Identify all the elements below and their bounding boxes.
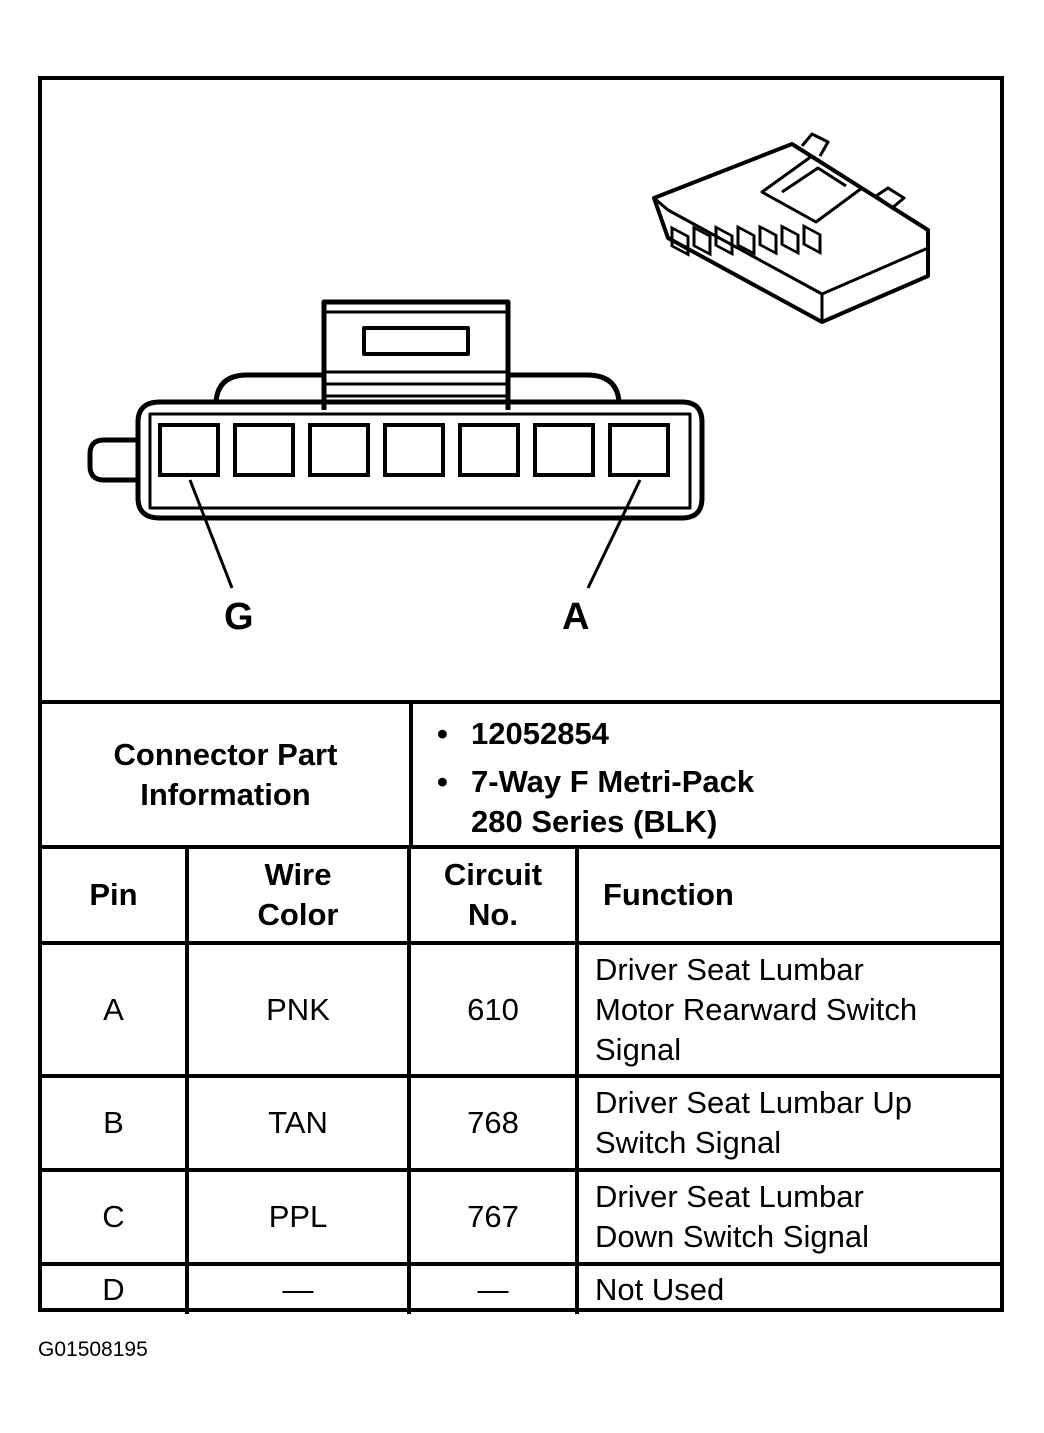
cavity-b <box>533 423 595 477</box>
header-wire-color: Wire Color <box>185 845 409 943</box>
bullet-icon: • <box>437 764 448 799</box>
pin-label-g: G <box>224 596 254 638</box>
connector-diagram: G A <box>42 80 1000 700</box>
cavity-d <box>383 423 445 477</box>
wire-color-cell: — <box>185 1262 409 1314</box>
wire-color-cell: PNK <box>185 941 409 1076</box>
pin-cell: A <box>42 941 187 1076</box>
connector-part-info-values: • 12052854 • 7-Way F Metri-Pack 280 Seri… <box>413 704 1000 845</box>
connector-description-item: • 7-Way F Metri-Pack 280 Series (BLK) <box>437 762 755 842</box>
table-row: A PNK 610 Driver Seat Lumbar Motor Rearw… <box>42 941 1000 1076</box>
table-row: B TAN 768 Driver Seat Lumbar Up Switch S… <box>42 1074 1000 1170</box>
pin-cell: B <box>42 1074 187 1170</box>
header-pin: Pin <box>42 845 187 943</box>
circuit-cell: — <box>407 1262 577 1314</box>
table-row: D — — Not Used <box>42 1262 1000 1314</box>
pin-table-header: Pin Wire Color Circuit No. Function <box>42 845 1000 943</box>
cavity-c <box>458 423 520 477</box>
bullet-icon: • <box>437 716 448 751</box>
function-cell: Driver Seat Lumbar Up Switch Signal <box>575 1074 1000 1170</box>
leader-line-a <box>586 479 642 589</box>
pin-table: Pin Wire Color Circuit No. Function A PN… <box>42 845 1000 1314</box>
connector-3d-view-icon <box>652 132 930 324</box>
part-number-item: • 12052854 <box>437 714 609 754</box>
function-cell: Driver Seat Lumbar Down Switch Signal <box>575 1168 1000 1264</box>
circuit-cell: 767 <box>407 1168 577 1264</box>
connector-part-info-label: Connector Part Information <box>42 704 413 845</box>
pin-cell: C <box>42 1168 187 1264</box>
cavity-e <box>308 423 370 477</box>
function-cell: Not Used <box>575 1262 1000 1314</box>
connector-figure: G A Connector Part Information • 1205285… <box>38 76 1004 1314</box>
circuit-cell: 768 <box>407 1074 577 1170</box>
part-number: 12052854 <box>471 716 609 751</box>
cavity-a <box>608 423 670 477</box>
cavity-f <box>233 423 295 477</box>
header-function: Function <box>575 845 1000 943</box>
connector-face-drawing <box>87 299 705 589</box>
pin-cell: D <box>42 1262 187 1314</box>
function-cell: Driver Seat Lumbar Motor Rearward Switch… <box>575 941 1000 1076</box>
wire-color-cell: TAN <box>185 1074 409 1170</box>
connector-part-information: Connector Part Information • 12052854 • … <box>42 700 1000 845</box>
circuit-cell: 610 <box>407 941 577 1076</box>
header-circuit-no: Circuit No. <box>407 845 577 943</box>
wire-color-cell: PPL <box>185 1168 409 1264</box>
leader-line-g <box>188 479 234 589</box>
pin-label-a: A <box>562 596 590 638</box>
figure-id: G01508195 <box>38 1338 148 1361</box>
cavity-g <box>158 423 220 477</box>
connector-description: 7-Way F Metri-Pack 280 Series (BLK) <box>471 764 755 839</box>
table-row: C PPL 767 Driver Seat Lumbar Down Switch… <box>42 1168 1000 1264</box>
